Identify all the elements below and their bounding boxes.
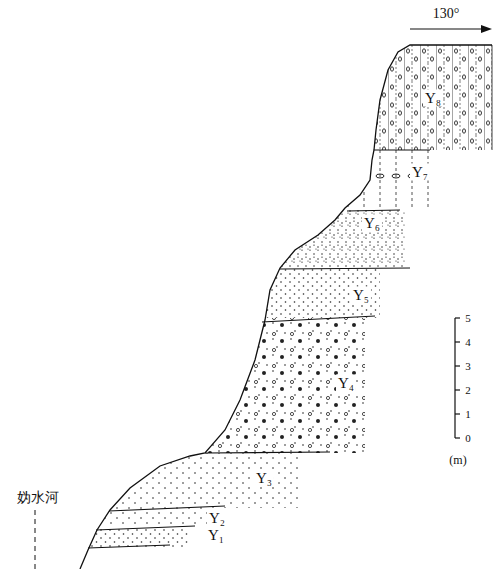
layer-label: Y₂: [207, 510, 227, 527]
scale-number: 3: [463, 360, 473, 373]
layer-label: Y₁: [206, 527, 226, 544]
scale-number: 1: [463, 408, 473, 421]
layer-label: Y₆: [362, 215, 382, 232]
scale-number: 0: [463, 432, 473, 445]
layer-label: Y₇: [410, 164, 430, 181]
layer-label: Y₅: [351, 287, 371, 304]
scale-unit: (m): [447, 453, 468, 467]
layer-label: Y₄: [336, 375, 356, 392]
scale-number: 5: [463, 312, 473, 325]
river-label: 妫水河: [15, 489, 61, 505]
direction-label: 130°: [431, 6, 462, 22]
layer-label: Y₃: [254, 470, 274, 487]
scale-number: 2: [463, 384, 473, 397]
scale-number: 4: [463, 336, 473, 349]
layer-label: Y₈: [423, 90, 443, 107]
